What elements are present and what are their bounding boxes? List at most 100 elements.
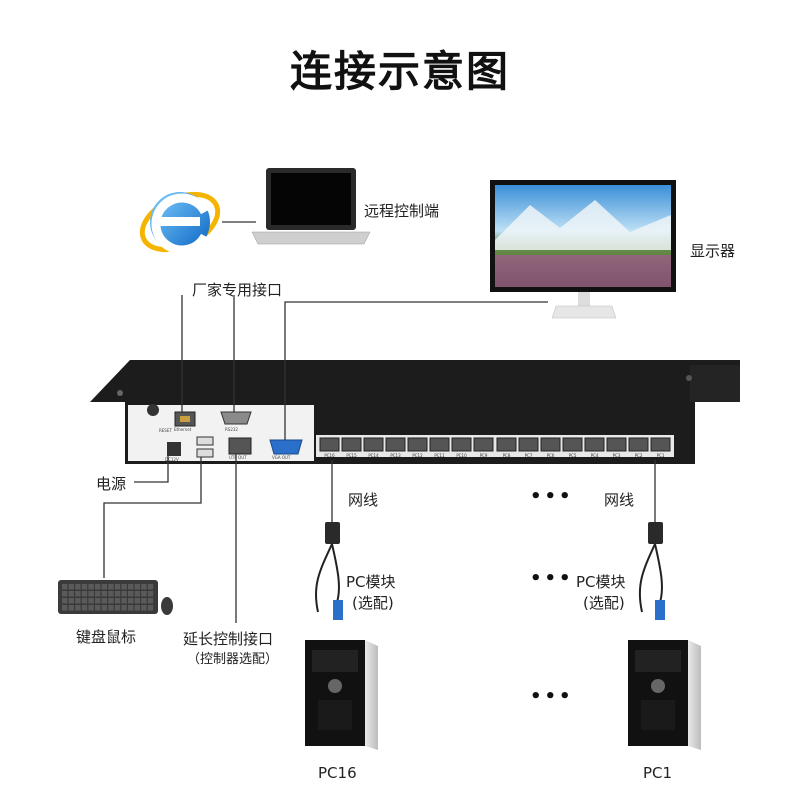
- rs232-label: RS232: [225, 427, 238, 432]
- pc-module-icon: [314, 522, 343, 620]
- keyboard-key: [134, 591, 140, 597]
- ethernet-label: Ethernet: [174, 427, 192, 432]
- keyboard-key: [114, 591, 121, 597]
- keyboard-key: [147, 584, 154, 590]
- page-title: 连接示意图: [289, 47, 510, 96]
- port-label: PC14: [368, 453, 379, 458]
- rj45-port: PC11: [429, 437, 450, 458]
- port-label: PC12: [412, 453, 423, 458]
- port-label: PC16: [324, 453, 335, 458]
- keyboard-key: [134, 598, 140, 604]
- keyboard-key: [62, 598, 68, 604]
- port-label: PC15: [346, 453, 357, 458]
- vga-out-label: VGA OUT: [272, 455, 291, 460]
- pc16-label: PC16: [318, 764, 357, 782]
- keyboard-key: [101, 598, 107, 604]
- keyboard-key: [75, 605, 81, 611]
- extension-port-label: 延长控制接口: [183, 630, 274, 648]
- port-label: PC3: [613, 453, 621, 458]
- rj45-port: PC9: [473, 437, 494, 458]
- keyboard-key: [141, 605, 147, 611]
- port-label: PC5: [569, 453, 577, 458]
- keyboard-key: [88, 584, 94, 590]
- monitor-icon: [490, 180, 676, 319]
- vendor-port-label: 厂家专用接口: [192, 281, 283, 299]
- keyboard-key: [75, 598, 81, 604]
- rj45-port: PC12: [407, 437, 428, 458]
- utp-out-label: UTP OUT: [229, 455, 247, 460]
- keyboard-key: [81, 605, 88, 611]
- keyboard-key: [81, 598, 88, 604]
- keyboard-key: [128, 584, 134, 590]
- power-label: 电源: [96, 475, 127, 493]
- keyboard-key: [88, 598, 94, 604]
- rj45-port: PC10: [451, 437, 472, 458]
- keyboard-key: [128, 591, 134, 597]
- keyboard-key: [81, 591, 88, 597]
- keyboard-key: [101, 591, 107, 597]
- extension-port-note: （控制器选配）: [187, 652, 279, 667]
- keyboard-key: [68, 591, 74, 597]
- keyboard-key: [68, 598, 74, 604]
- rj45-port: PC15: [341, 437, 362, 458]
- pc-module-left-label: PC模块: [346, 573, 396, 591]
- keyboard-key: [62, 591, 68, 597]
- port-label: PC2: [635, 453, 643, 458]
- keyboard-key: [75, 591, 81, 597]
- keyboard-key: [147, 605, 154, 611]
- keyboard-key: [147, 598, 154, 604]
- port-label: PC13: [390, 453, 401, 458]
- laptop-icon: [251, 168, 371, 245]
- keyboard-key: [68, 584, 74, 590]
- ellipsis-pc: •••: [530, 686, 574, 707]
- keyboard-key: [88, 605, 94, 611]
- connection-lines: [103, 295, 656, 623]
- rj45-port: PC16: [319, 437, 340, 458]
- keyboard-icon: [58, 580, 158, 614]
- ellipsis-module: •••: [530, 568, 574, 589]
- rj45-port: PC1: [650, 437, 671, 458]
- port-label: PC10: [456, 453, 467, 458]
- keyboard-key: [147, 591, 154, 597]
- keyboard-key: [128, 598, 134, 604]
- monitor-label: 显示器: [690, 242, 736, 260]
- keyboard-key: [95, 591, 101, 597]
- port-label: PC6: [547, 453, 555, 458]
- pc-tower-icon: [305, 640, 378, 750]
- keyboard-key: [108, 584, 114, 590]
- pc1-label: PC1: [643, 764, 673, 782]
- keyboard-key: [81, 584, 88, 590]
- cable-right-label: 网线: [604, 491, 635, 509]
- pc-module-right-label: PC模块: [576, 573, 626, 591]
- keyboard-mouse-label: 键盘鼠标: [76, 628, 137, 646]
- rj45-port: PC3: [606, 437, 627, 458]
- rj45-port: PC2: [628, 437, 649, 458]
- keyboard-key: [108, 591, 114, 597]
- keyboard-key: [95, 584, 101, 590]
- keyboard-key: [101, 584, 107, 590]
- keyboard-key: [134, 584, 140, 590]
- keyboard-key: [62, 584, 68, 590]
- kvm-switch: [90, 360, 740, 464]
- keyboard-key: [88, 591, 94, 597]
- keyboard-key: [141, 591, 147, 597]
- port-label: PC11: [434, 453, 445, 458]
- keyboard-key: [141, 598, 147, 604]
- keyboard-key: [121, 584, 127, 590]
- keyboard-key: [108, 598, 114, 604]
- keyboard-key: [95, 605, 101, 611]
- rj45-port: PC13: [385, 437, 406, 458]
- pc-module-right-note: (选配): [583, 594, 625, 612]
- keyboard-key: [108, 605, 114, 611]
- keyboard-key: [101, 605, 107, 611]
- port-label: PC9: [480, 453, 488, 458]
- keyboard-key: [95, 598, 101, 604]
- keyboard-key: [68, 605, 74, 611]
- keyboard-key: [62, 605, 68, 611]
- pc-module-left-note: (选配): [352, 594, 394, 612]
- keyboard-key: [128, 605, 134, 611]
- keyboard-key: [134, 605, 140, 611]
- reset-label: RESET: [159, 428, 172, 433]
- keyboard-key: [114, 584, 121, 590]
